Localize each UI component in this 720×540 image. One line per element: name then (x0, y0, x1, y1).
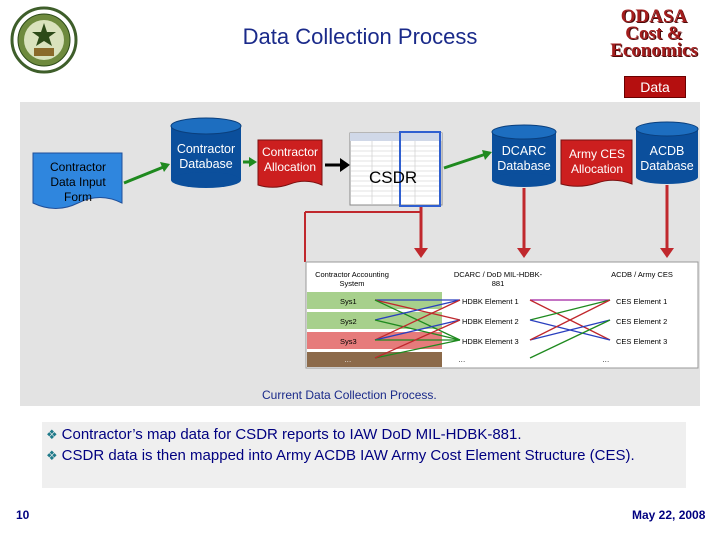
data-badge: Data (624, 76, 686, 98)
contractor-database-cylinder (170, 117, 242, 188)
diamond-bullet-icon: ❖ (46, 427, 58, 442)
table-row-4-sys: … (344, 355, 352, 364)
csdr-label: CSDR (369, 168, 418, 187)
csdr-form (349, 131, 443, 207)
bullet-2: ❖CSDR data is then mapped into Army ACDB… (42, 445, 686, 466)
arrow-csdr-to-dcarc (443, 152, 487, 170)
bullet-2-text: CSDR data is then mapped into Army ACDB … (61, 447, 635, 464)
allocation-shape (257, 139, 323, 188)
input-form-shape (32, 152, 123, 209)
table-row-2-sys: Sys2 (340, 317, 357, 326)
acdb-database-cylinder (635, 121, 699, 184)
army-ces-allocation-label: Army CES Allocation (568, 147, 625, 176)
dcarc-database-cylinder (491, 124, 557, 187)
diagram-caption: Current Data Collection Process. (262, 388, 437, 402)
dcarc-database-label: DCARC Database (497, 144, 551, 173)
table-row-1-hdbk: HDBK Element 1 (462, 297, 519, 306)
table-row-1-sys: Sys1 (340, 297, 357, 306)
odasa-logo: ODASA Cost & Economics (608, 6, 700, 64)
table-row-3-ces: CES Element 3 (616, 337, 668, 346)
logo-line-2: Cost & (625, 23, 683, 44)
bullet-1-text: Contractor’s map data for CSDR reports t… (61, 426, 522, 443)
contractor-input-form-label: Contractor Data Input Form (49, 160, 107, 204)
table-row-4-hdbk: … (458, 355, 466, 364)
table-header-ces: ACDB / Army CES (611, 270, 673, 279)
army-seal-logo (10, 6, 78, 74)
logo-line-1: ODASA (620, 6, 688, 27)
table-row-2-hdbk: HDBK Element 2 (462, 317, 519, 326)
contractor-allocation-label: Contractor Allocation (261, 145, 319, 174)
army-ces-allocation-shape (560, 139, 633, 187)
summary-textbox: ❖Contractor’s map data for CSDR reports … (42, 422, 686, 488)
diamond-bullet-icon: ❖ (46, 448, 58, 463)
acdb-database-label: ACDB Database (640, 144, 694, 173)
table-row-3-hdbk: HDBK Element 3 (462, 337, 519, 346)
table-row-4-ces: … (602, 355, 610, 364)
table-row-1-ces: CES Element 1 (616, 297, 668, 306)
footer-date: May 22, 2008 (632, 508, 706, 522)
table-row-2-ces: CES Element 2 (616, 317, 668, 326)
bullet-1: ❖Contractor’s map data for CSDR reports … (42, 422, 686, 445)
table-header-hdbk: DCARC / DoD MIL-HDBK-881 (453, 270, 543, 288)
contractor-database-label: Contractor Database (176, 142, 236, 171)
table-header-accounting: Contractor Accounting System (315, 270, 389, 288)
logo-line-3: Economics (610, 40, 698, 61)
table-row-3-sys: Sys3 (340, 337, 357, 346)
arrow-form-to-database (123, 164, 167, 185)
page-title: Data Collection Process (242, 24, 478, 49)
page-number: 10 (16, 508, 30, 522)
